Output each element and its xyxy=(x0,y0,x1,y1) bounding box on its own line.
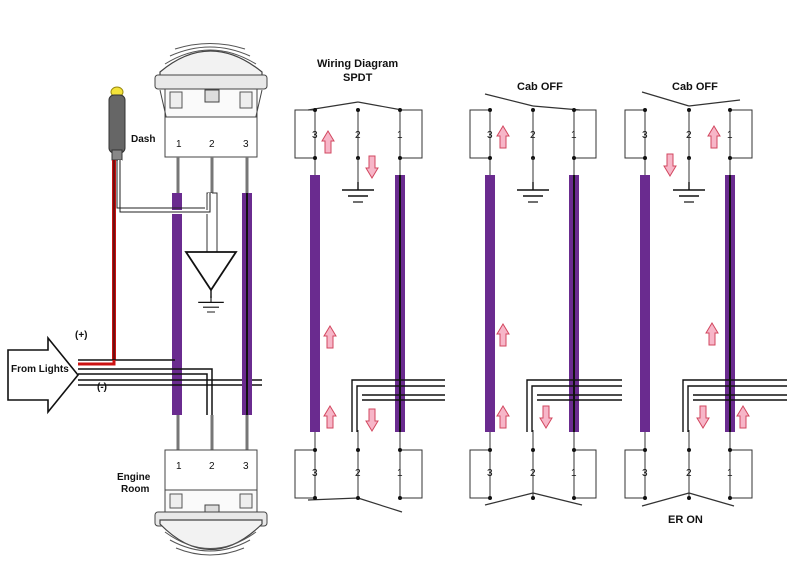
panel-3-up-arrow-icon-1 xyxy=(707,125,721,149)
panel-1-top-terminal-1: 1 xyxy=(397,130,403,141)
panel-1: 3 3 2 2 1 1 xyxy=(294,101,445,513)
panel-3-down-arrow-icon-0 xyxy=(663,153,677,177)
panel-3-bottom-terminal-1: 1 xyxy=(727,468,733,479)
cab-off-label-b: Cab OFF xyxy=(672,81,718,93)
panel-3-top-terminal-3: 3 xyxy=(642,130,648,141)
panel-1-top-terminal-2: 2 xyxy=(355,130,361,141)
engine-label-line2: Room xyxy=(121,484,149,495)
plus-label: (+) xyxy=(75,330,88,341)
panel-1-up-arrow-icon-0 xyxy=(321,130,335,154)
panel-2-top-terminal-1: 1 xyxy=(571,130,577,141)
physical-wiring: 1 2 3 Dash From Lights xyxy=(7,43,268,556)
bottom-terminal-1: 1 xyxy=(176,461,182,472)
panel-2-top-terminal-2: 2 xyxy=(530,130,536,141)
bottom-terminal-2: 2 xyxy=(209,461,215,472)
panel-1-bottom-terminal-2: 2 xyxy=(355,468,361,479)
diagram-subtitle: SPDT xyxy=(343,72,373,84)
engine-label-line1: Engine xyxy=(117,472,151,483)
panel-3-top-terminal-2: 2 xyxy=(686,130,692,141)
top-terminal-3: 3 xyxy=(243,139,249,150)
panel-3-top-terminal-1: 1 xyxy=(727,130,733,141)
panel-3-ground-icon xyxy=(672,182,706,203)
from-lights-arrow xyxy=(7,335,80,415)
top-terminal-2: 2 xyxy=(209,139,215,150)
bulb-icon xyxy=(108,86,126,161)
panel-2-purple-wire-left xyxy=(485,175,495,432)
panel-3-bottom-terminal-3: 3 xyxy=(642,468,648,479)
panel-2: 3 3 2 2 1 1 xyxy=(469,93,622,506)
panel-1-bottom-terminal-3: 3 xyxy=(312,468,318,479)
panel-1-down-arrow-icon-4 xyxy=(365,408,379,432)
purple-wire-1 xyxy=(172,193,182,415)
panel-3-down-arrow-icon-3 xyxy=(696,405,710,429)
schematic-panels: 3 3 2 2 1 1 3 3 2 2 1 1 3 3 2 2 1 1 xyxy=(294,91,787,513)
panel-3-up-arrow-icon-4 xyxy=(736,405,750,429)
panel-1-bottom-terminal-1: 1 xyxy=(397,468,403,479)
diagram-title: Wiring Diagram xyxy=(317,58,398,70)
panel-3: 3 3 2 2 1 1 xyxy=(624,91,787,507)
panel-1-ground-icon xyxy=(341,182,375,203)
panel-2-bottom-terminal-3: 3 xyxy=(487,468,493,479)
er-on-label: ER ON xyxy=(668,514,703,526)
panel-2-top-terminal-3: 3 xyxy=(487,130,493,141)
panel-2-up-arrow-icon-2 xyxy=(496,405,510,429)
panel-2-ground-icon xyxy=(516,182,550,203)
panel-3-up-arrow-icon-2 xyxy=(705,322,719,346)
panel-2-up-arrow-icon-1 xyxy=(496,323,510,347)
panel-1-down-arrow-icon-1 xyxy=(365,155,379,179)
dash-label: Dash xyxy=(131,134,155,145)
ground-icon xyxy=(197,296,225,313)
engine-room-rocker-switch xyxy=(154,449,268,556)
panel-2-down-arrow-icon-3 xyxy=(539,405,553,429)
minus-label: (-) xyxy=(97,382,107,393)
panel-1-top-terminal-3: 3 xyxy=(312,130,318,141)
from-lights-label: From Lights xyxy=(11,364,69,375)
bottom-terminal-3: 3 xyxy=(243,461,249,472)
dash-rocker-switch xyxy=(154,43,268,158)
panel-2-bottom-terminal-1: 1 xyxy=(571,468,577,479)
panel-3-purple-wire-left xyxy=(640,175,650,432)
panel-1-up-arrow-icon-2 xyxy=(323,325,337,349)
panel-3-bottom-terminal-2: 2 xyxy=(686,468,692,479)
top-terminal-1: 1 xyxy=(176,139,182,150)
cab-off-label-a: Cab OFF xyxy=(517,81,563,93)
panel-2-bottom-terminal-2: 2 xyxy=(530,468,536,479)
panel-1-up-arrow-icon-3 xyxy=(323,405,337,429)
panel-2-up-arrow-icon-0 xyxy=(496,125,510,149)
panel-1-purple-wire-left xyxy=(310,175,320,432)
